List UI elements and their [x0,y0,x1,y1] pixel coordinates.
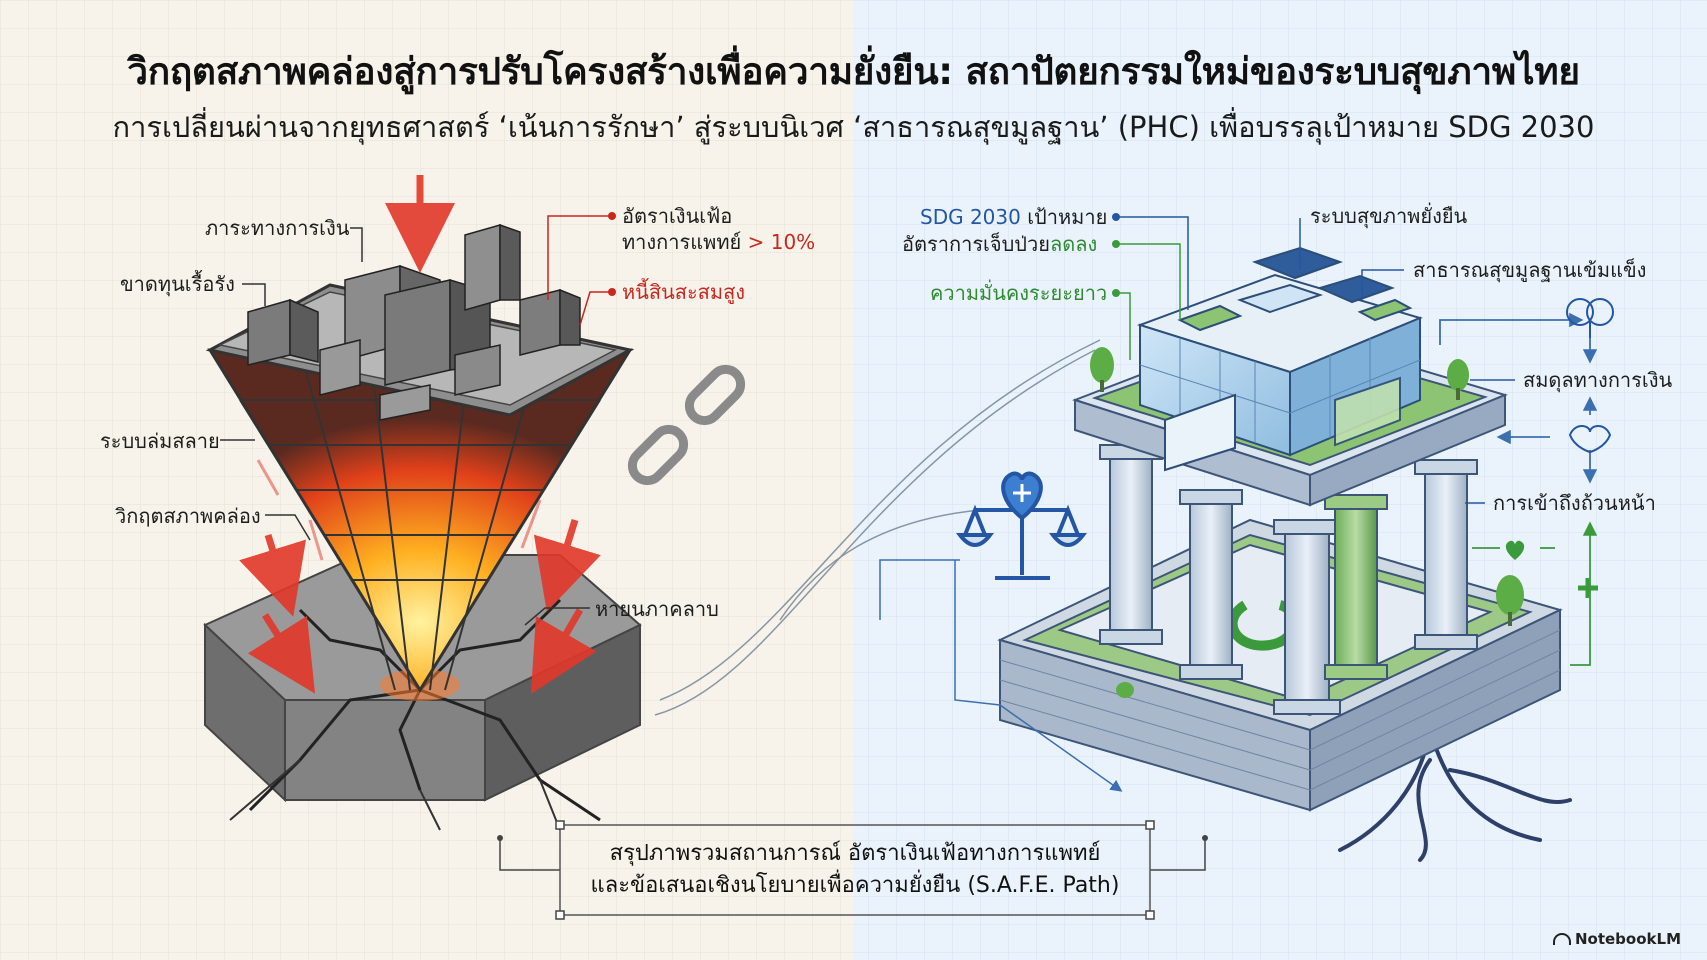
pillars [1099,444,1478,715]
page-title: วิกฤตสภาพคล่องสู่การปรับโครงสร้างเพื่อคว… [127,50,1580,93]
page-subtitle: การเปลี่ยนผ่านจากยุทธศาสตร์ ‘เน้นการรักษ… [112,110,1595,144]
brand-name: NotebookLM [1574,930,1681,948]
label-liquidity-crisis: วิกฤตสภาพคล่อง [115,504,261,528]
glass-building [1136,246,1423,472]
building-base [997,518,1563,812]
label-sdg-prefix: SDG 2030 [920,205,1028,229]
notebooklm-logo: NotebookLM [1552,930,1681,948]
label-collapse: ระบบล่มสลาย [100,429,220,453]
summary-frame [499,820,1206,920]
plus-icon [1578,578,1598,598]
label-inflation-line1: อัตราเงินเฟ้อ [622,204,733,228]
hands-heart-icon [1568,425,1612,454]
label-morbidity-suffix: ลดลง [1049,232,1098,256]
heart-icon [1505,540,1525,560]
label-financial-burden: ภาระทางการเงิน [205,216,350,240]
trees [1090,347,1524,698]
notebooklm-icon [1552,933,1571,945]
label-disaster: หายนภาคลาบ [595,597,719,621]
label-inflation-line2: ทางการแพทย์ [622,230,748,254]
broken-chain-icon [627,364,746,486]
label-medical-inflation: อัตราเงินเฟ้อ ทางการแพทย์ > 10% [622,203,815,255]
label-universal-access: การเข้าถึงถ้วนหน้า [1493,491,1656,515]
label-sustainable-system: ระบบสุขภาพยั่งยืน [1310,204,1468,228]
label-sdg-target: SDG 2030 เป้าหมาย [920,204,1107,230]
label-fiscal-balance: สมดุลทางการเงิน [1523,368,1673,392]
summary-box: สรุปภาพรวมสถานการณ์ อัตราเงินเฟ้อทางการแ… [560,825,1150,915]
inverted-pyramid [205,223,635,693]
summary-line2: และข้อเสนอเชิงนโยบายเพื่อความยั่งยืน (S.… [590,873,1120,898]
label-sdg-suffix: เป้าหมาย [1027,205,1108,229]
summary-line1: สรุปภาพรวมสถานการณ์ อัตราเงินเฟ้อทางการแ… [609,841,1101,866]
label-long-term-security: ความมั่นคงระยะยาว [930,281,1108,305]
label-morbidity: อัตราการเจ็บป่วยลดลง [902,231,1097,257]
label-debt: หนี้สินสะสมสูง [622,280,746,304]
label-inflation-value: > 10% [747,230,816,254]
growth-tree-icon [1566,298,1614,338]
label-morbidity-prefix: อัตราการเจ็บป่วย [902,232,1050,256]
balance-scale-icon [955,471,1088,580]
label-chronic-deficit: ขาดทุนเรื้อรัง [120,272,235,296]
right-flow-arrows [1439,312,1598,666]
label-strong-phc: สาธารณสุขมูลฐานเข้มแข็ง [1413,258,1647,282]
